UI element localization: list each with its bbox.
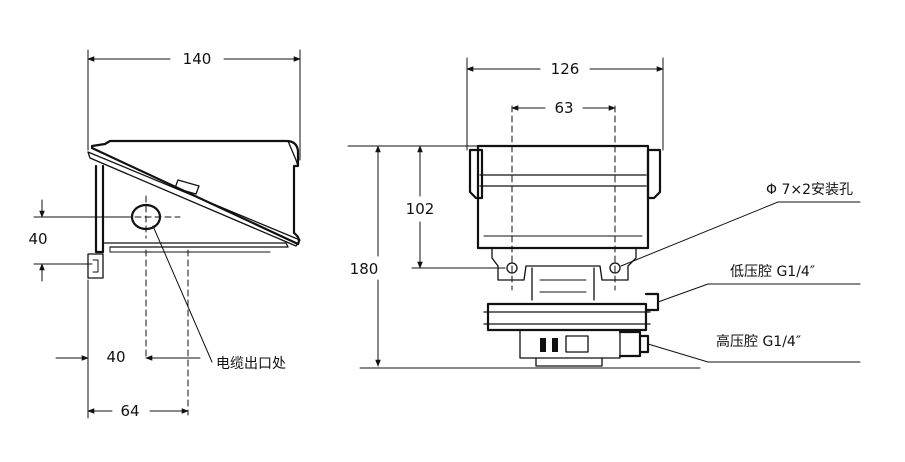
front-view: 126 63 102 180 Φ 7×2安装孔 低压腔 G1/4″ 高压腔 G1… [347, 57, 861, 369]
high-pressure-label: 高压腔 G1/4″ [716, 333, 801, 350]
front-view-chamber-flange [483, 311, 651, 325]
dim-102-text: 102 [406, 200, 435, 218]
cable-outlet-leader [152, 225, 213, 363]
front-view-connector-pin-1 [540, 338, 546, 352]
dim-40v-text: 40 [28, 230, 47, 248]
front-view-right-rail [646, 148, 662, 200]
mount-hole-left [506, 262, 518, 274]
front-view-cover-band [479, 174, 647, 187]
side-view-latch [174, 179, 200, 195]
side-view-base-under [109, 246, 271, 253]
front-view-connector-foot [535, 357, 603, 367]
side-view-cover-notch [287, 140, 299, 167]
low-pressure-leader [657, 283, 861, 303]
high-pressure-port-cap [638, 334, 650, 354]
front-view-left-rail [468, 148, 484, 200]
front-view-main-box [476, 144, 650, 250]
front-view-connector-block [519, 329, 621, 359]
side-view-base [102, 242, 289, 248]
dim-64-text: 64 [120, 402, 139, 420]
side-view-bracket [94, 164, 105, 254]
mounting-holes-label: Φ 7×2安装孔 [766, 182, 853, 198]
mounting-holes-leader [620, 201, 861, 267]
side-view-bracket-foot [87, 253, 104, 279]
dim-63-text: 63 [554, 99, 573, 117]
mount-hole-right [609, 262, 621, 274]
front-view-neck-detail [539, 279, 587, 293]
side-view: 140 40 40 64 电缆出口处 [28, 49, 301, 420]
dim-40h-text: 40 [106, 348, 125, 366]
front-view-connector-slot [565, 335, 589, 353]
front-view-mount-plate [491, 247, 637, 281]
low-pressure-label: 低压腔 G1/4″ [730, 264, 815, 280]
cable-outlet-label: 电缆出口处 [216, 356, 286, 372]
dim-180-text: 180 [350, 260, 379, 278]
high-pressure-port [618, 330, 642, 358]
low-pressure-port [644, 292, 660, 312]
dim-140-text: 140 [183, 50, 212, 68]
front-view-connector-pin-2 [552, 338, 558, 352]
front-view-chamber [486, 302, 648, 332]
side-view-cover [90, 139, 300, 246]
high-pressure-leader [647, 343, 861, 363]
side-view-bracket-slot [92, 259, 99, 273]
dim-126-text: 126 [551, 60, 580, 78]
side-view-lid-band [87, 151, 301, 247]
front-view-neck [531, 267, 595, 301]
